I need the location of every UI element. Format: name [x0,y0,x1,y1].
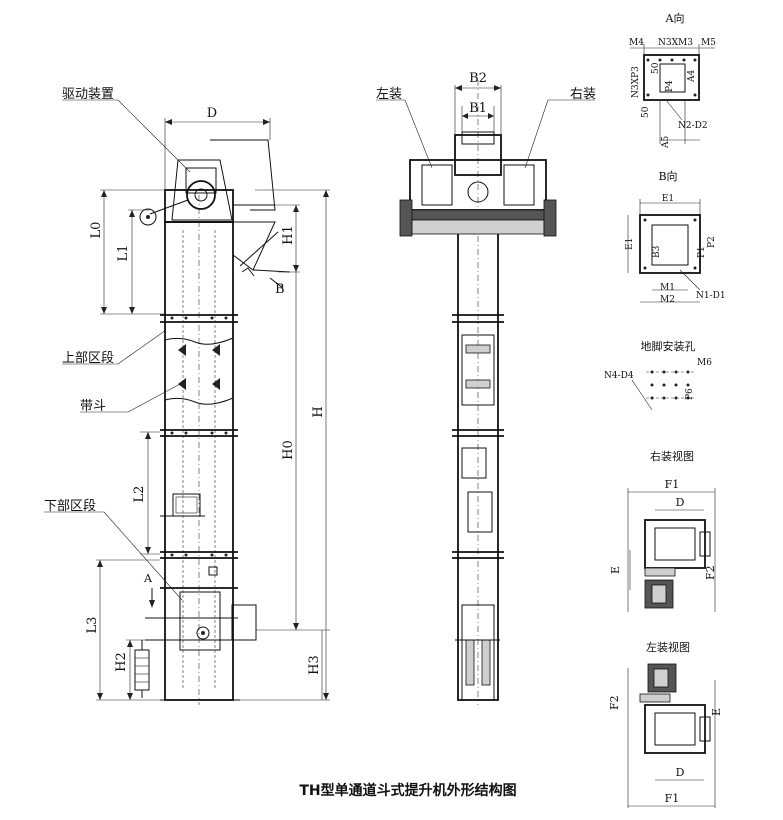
b-E1v: E1 [625,238,635,250]
dim-D: D [207,106,217,121]
lv-F2: F2 [608,695,621,710]
callout-bucket: 带斗 [80,399,106,414]
a-P4: P4 [665,80,675,92]
dim-L1: L1 [116,245,131,262]
a-N2D2: N2-D2 [678,121,708,131]
foot-M6: M6 [697,358,712,368]
view-a: A向 M4 N3XM3 M5 N3XP3 50 50 P4 A4 N2-D2 A… [629,11,716,149]
a-M5: M5 [701,38,716,48]
rv-F2: F2 [704,565,717,580]
a-N3P3: N3XP3 [631,66,641,98]
right-install-view: 右装视图 F1 D E F2 [609,449,717,612]
b-M1: M1 [660,283,675,293]
dim-B2: B2 [469,71,487,86]
left-view-title: 左装视图 [646,640,690,654]
rv-E: E [609,566,622,574]
a-50b: 50 [651,62,661,74]
front-view: D L0 L1 L2 L3 H2 A [44,87,330,705]
a-A5: A5 [661,136,671,149]
rv-F1: F1 [665,478,680,491]
arrow-B: B [275,282,285,297]
view-a-title: A向 [665,11,685,25]
b-P2: P2 [707,236,717,248]
a-50a: 50 [641,106,651,118]
b-N1D1: N1-D1 [696,291,726,301]
dim-H: H [311,406,326,417]
a-M4: M4 [629,38,644,48]
drawing-title: TH型单通道斗式提升机外形结构图 [299,782,516,799]
callout-upper: 上部区段 [62,351,114,366]
dim-H1: H1 [281,225,296,245]
right-view-title: 右装视图 [650,449,694,463]
lv-D: D [676,766,685,779]
dim-B1: B1 [469,101,487,116]
b-B3: B3 [652,245,662,258]
rv-D: D [676,496,685,509]
dim-L3: L3 [85,617,100,634]
lv-E: E [710,708,723,716]
left-install-label: 左装 [376,87,402,102]
dim-H2: H2 [114,652,129,672]
b-P1: P1 [697,246,707,258]
dim-H0: H0 [281,440,296,460]
a-N3M3: N3XM3 [658,38,693,48]
dim-L2: L2 [132,486,147,503]
foot-P6: P6 [685,388,695,400]
view-b: B向 E1 E1 B3 P2 P1 M1 M2 N1-D1 [625,169,726,305]
dim-L0: L0 [89,222,104,239]
foot-N4D4: N4-D4 [604,371,634,381]
callout-lower: 下部区段 [44,499,96,514]
left-install-view: 左装视图 F2 E D F1 [608,640,723,808]
dim-H3: H3 [307,655,322,675]
side-view: B2 B1 左装 右装 [376,71,596,705]
b-M2: M2 [660,295,675,305]
callout-drive: 驱动装置 [62,87,114,102]
right-install-label: 右装 [570,87,596,102]
a-A4: A4 [687,70,697,83]
arrow-A: A [143,572,153,585]
foot-holes: 地脚安装孔 N4-D4 M6 P6 [604,339,712,411]
foot-title: 地脚安装孔 [641,339,696,353]
lv-F1: F1 [665,792,680,805]
b-E1: E1 [662,194,674,204]
view-b-title: B向 [658,169,677,183]
